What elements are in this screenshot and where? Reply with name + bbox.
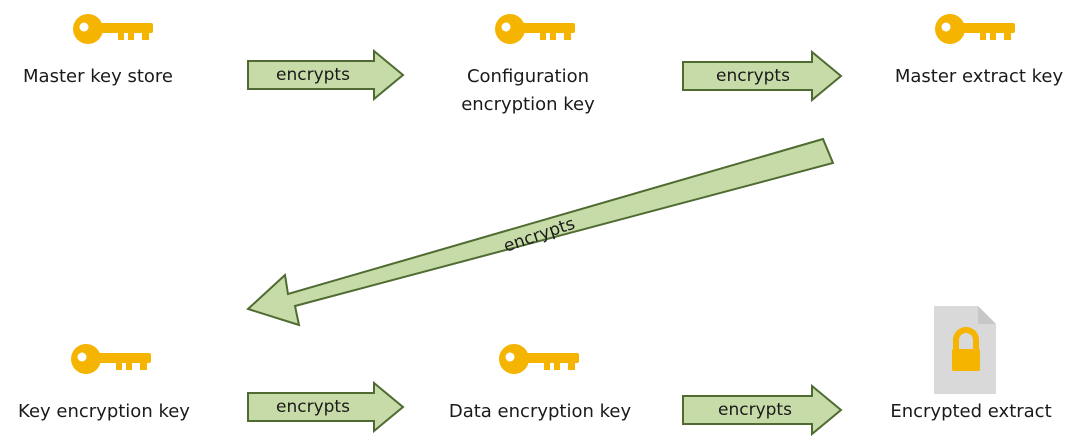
encrypts-arrow-4: encrypts: [247, 382, 404, 432]
key-icon: [71, 344, 151, 374]
locked-file-icon: [934, 306, 996, 394]
master-key-store-label: Master key store: [23, 66, 173, 87]
encrypts-arrow-1: encrypts: [247, 50, 404, 100]
key-icon: [495, 14, 575, 44]
key-encryption-key-label: Key encryption key: [18, 401, 190, 422]
svg-text:encrypts: encrypts: [716, 66, 790, 86]
key-icon: [73, 14, 153, 44]
configuration-encryption-key-label-line1: Configuration: [467, 66, 589, 87]
data-encryption-key-label: Data encryption key: [449, 401, 632, 422]
svg-text:encrypts: encrypts: [276, 397, 350, 417]
configuration-encryption-key-label-line2: encryption key: [461, 94, 595, 115]
encrypted-extract-label: Encrypted extract: [890, 401, 1051, 422]
encrypts-arrow-5: encrypts: [682, 385, 842, 435]
key-icon: [499, 344, 579, 374]
master-extract-key-label: Master extract key: [895, 66, 1064, 87]
key-icon: [935, 14, 1015, 44]
svg-text:encrypts: encrypts: [276, 65, 350, 85]
encrypts-arrow-3: encrypts: [246, 137, 835, 327]
encrypts-arrow-2: encrypts: [682, 51, 842, 101]
svg-text:encrypts: encrypts: [718, 400, 792, 420]
